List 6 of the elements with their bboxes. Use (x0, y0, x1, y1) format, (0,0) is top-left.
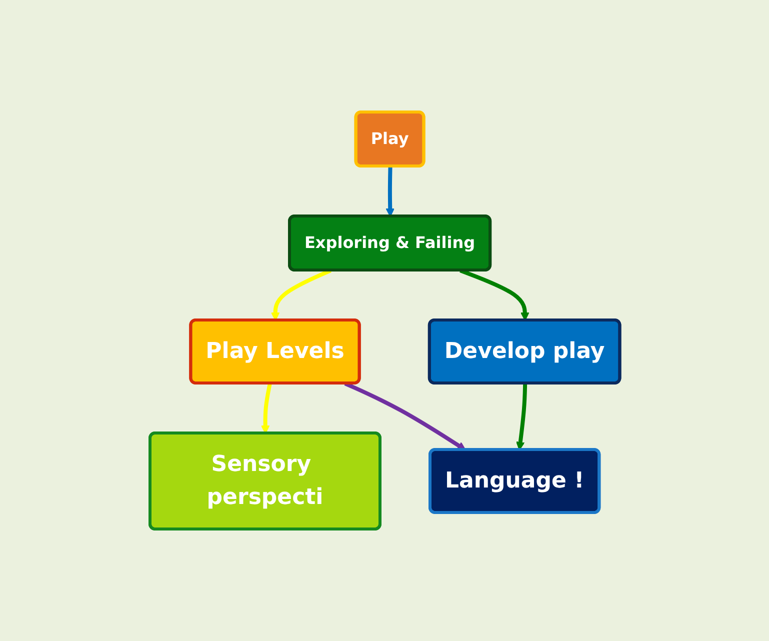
arrow (516, 383, 527, 450)
arrow (270, 268, 332, 321)
arrow (459, 268, 529, 321)
arrow (260, 383, 272, 434)
arrow (385, 166, 394, 217)
arrow (344, 382, 466, 450)
